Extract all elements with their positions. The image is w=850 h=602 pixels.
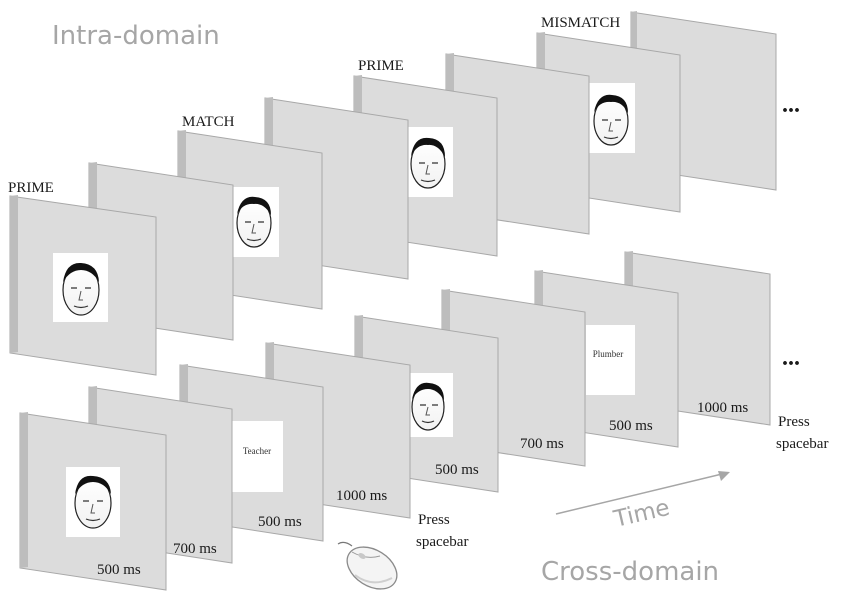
duration-label-8: 1000 ms: [697, 400, 748, 416]
duration-label-5: 500 ms: [435, 462, 479, 478]
word-stimulus-frame: [232, 421, 283, 492]
label-match: MATCH: [182, 114, 235, 130]
duration-label-4: 1000 ms: [336, 488, 387, 504]
cross-domain-sequence: Plumber: [19, 251, 828, 591]
word-stimulus-plumber: Plumber: [593, 349, 624, 359]
word-stimulus-teacher: Teacher: [243, 446, 271, 456]
duration-label-1: 500 ms: [97, 562, 141, 578]
duration-label-7: 500 ms: [609, 418, 653, 434]
computer-mouse-icon: [337, 541, 398, 590]
face-stimulus-icon: [62, 262, 100, 316]
face-stimulus-icon: [410, 137, 446, 189]
time-label: Time: [611, 495, 673, 533]
label-prime-2: PRIME: [358, 58, 404, 74]
intra-domain-sequence: PRIME MATCH PRIME MISMATCH ...: [8, 11, 800, 376]
face-stimulus-icon: [74, 475, 112, 529]
cross-screen-1-face: [19, 412, 167, 591]
intra-continuation-ellipsis: ...: [782, 92, 800, 118]
time-arrow: [555, 471, 730, 515]
intra-domain-title: Intra-domain: [52, 21, 220, 51]
face-stimulus-icon: [411, 382, 445, 431]
label-prime-1: PRIME: [8, 180, 54, 196]
label-mismatch: MISMATCH: [541, 15, 620, 31]
face-stimulus-icon: [593, 94, 629, 146]
word-stimulus-frame: [586, 325, 635, 395]
face-stimulus-icon: [236, 196, 272, 248]
intra-screen-1-prime-face: [9, 195, 157, 376]
duration-label-6: 700 ms: [520, 436, 564, 452]
press-spacebar-label-2: Press spacebar: [776, 414, 828, 452]
cross-continuation-ellipsis: ...: [782, 345, 800, 371]
cross-domain-title: Cross-domain: [541, 557, 719, 587]
duration-label-2: 700 ms: [173, 541, 217, 557]
press-spacebar-label-1: Press spacebar: [416, 512, 468, 550]
duration-label-3: 500 ms: [258, 514, 302, 530]
